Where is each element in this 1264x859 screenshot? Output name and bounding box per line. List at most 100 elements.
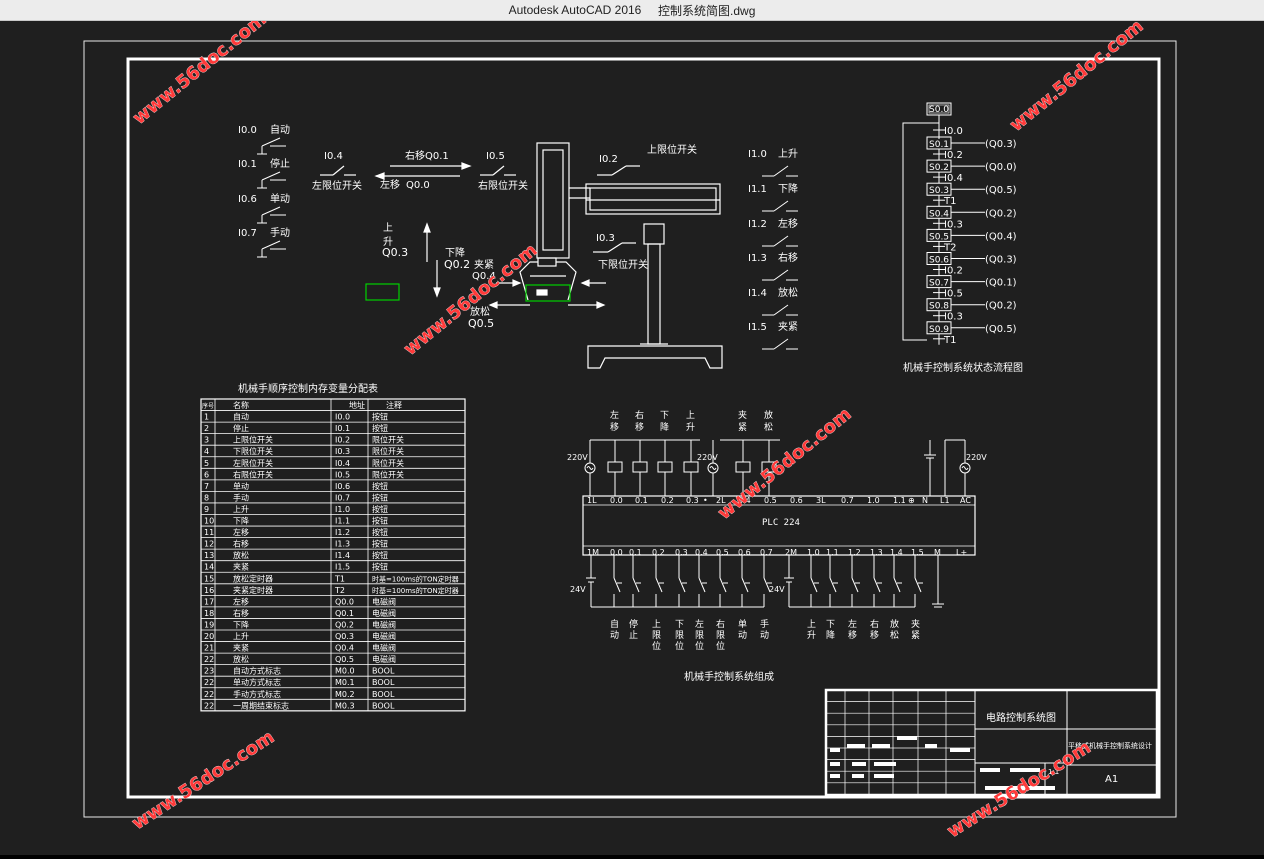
switch-label: 下降 [778,182,798,195]
flow-step: S0.5(Q0.4)T2 [926,228,1017,253]
input-char: 位 [652,640,661,652]
table-cell: 时基=100ms的TON定时器 [372,586,459,595]
table-cell: Q0.5 [335,655,354,664]
table-cell: 按钮 [372,527,388,537]
switch-symbol [762,235,798,247]
file-name: 控制系统简图.dwg [658,3,756,18]
output-coil: 右移 [632,409,648,496]
input-char: 下 [826,620,835,630]
input-char: 位 [716,640,725,652]
plc-top-terminal: 0.4 [738,496,751,505]
table-cell: 15 [204,574,214,583]
flow-step: S0.4(Q0.2)I0.3 [926,205,1017,230]
step-transition: I0.4 [944,173,963,184]
step-transition: I0.2 [944,266,963,277]
i02-label: I0.2 [599,154,618,165]
table-cell: T1 [334,574,345,583]
table-cell: I1.0 [335,505,350,514]
table-cell: I1.5 [335,563,350,572]
table-cell: 自动 [233,412,249,422]
table-cell: 单动 [233,481,249,491]
switch-address: I1.4 [748,288,767,299]
input-char: 左 [695,618,704,630]
table-cell: 4 [204,447,209,456]
table-header-cell: 名称 [233,400,249,410]
switch-symbol [257,206,286,224]
q02-label: Q0.2 [444,258,470,271]
switch-symbol [762,304,798,316]
table-cell: 限位开关 [372,458,404,468]
table-cell: I0.5 [335,470,350,479]
switch-address: I1.2 [748,219,767,230]
q03-label: Q0.3 [382,246,408,259]
plc-caption: 机械手控制系统组成 [684,670,774,683]
left-limit-switch [320,165,356,176]
plc-bottom-terminal: 0.2 [652,548,665,557]
table-cell: 6 [204,470,209,479]
table-cell: 21 [204,644,214,653]
plc-model: PLC 224 [762,518,800,528]
plc-top-terminal: 0.0 [610,496,623,505]
switch-label: 右移 [778,251,798,264]
input-char: 手 [760,618,769,630]
table-cell: 下降 [233,516,249,526]
coil-label-1: 下 [660,411,669,421]
table-cell: T2 [334,586,345,595]
flow-caption: 机械手控制系统状态流程图 [903,361,1023,374]
table-cell: 下降 [233,619,249,629]
switch-address: I1.3 [748,253,767,264]
table-cell: 电磁阀 [372,596,396,606]
up-label-2: 升 [383,236,393,248]
table-cell: 限位开关 [372,469,404,479]
coil-label-2: 降 [660,421,669,433]
step-state: S0.9 [929,325,949,335]
plc-input-switch: 单动 [738,555,750,641]
plc-top-terminal: 0.2 [661,496,674,505]
plc-top-terminal: 1.0 [867,496,880,505]
table-cell: 7 [204,482,209,491]
table-cell: 22 [204,655,214,664]
table-cell: I0.0 [335,413,350,422]
switch-label: 自动 [270,123,290,136]
table-cell: 按钮 [372,504,388,514]
step-state: S0.7 [929,279,949,289]
output-coil: 夹紧 [735,409,751,496]
table-cell: 放松 [233,654,249,664]
input-char: 限 [675,630,684,641]
clamp-label: 夹紧 [474,258,494,271]
table-cell: 9 [204,505,209,514]
project-name: 平移式机械手控制系统设计 [1068,741,1152,750]
table-cell: 19 [204,620,214,629]
input-char: 上 [807,619,816,630]
watermark-text: www.56doc.com [129,21,271,129]
switch-symbol [762,165,798,177]
table-cell: 自动方式标志 [233,666,281,676]
table-cell: 13 [204,551,214,560]
plc-input-switch: 下限位 [675,555,687,652]
flow-step: S0.3(Q0.5)T1 [926,182,1017,207]
plc-body [582,495,976,556]
table-cell: I1.1 [335,517,350,526]
manipulator-diagram: I0.4 左限位开关 右移Q0.1 左移 Q0.0 I0.5 右限位开关 [312,142,723,369]
table-cell: 夹紧 [233,562,249,572]
step-transition: T1 [943,196,956,207]
step-output: (Q0.3) [985,139,1017,150]
input-char: 降 [826,629,835,641]
table-cell: 上限位开关 [233,435,273,445]
step-state: S0.4 [929,209,949,219]
app-title: Autodesk AutoCAD 2016 [508,3,642,17]
table-cell: I0.3 [335,447,350,456]
